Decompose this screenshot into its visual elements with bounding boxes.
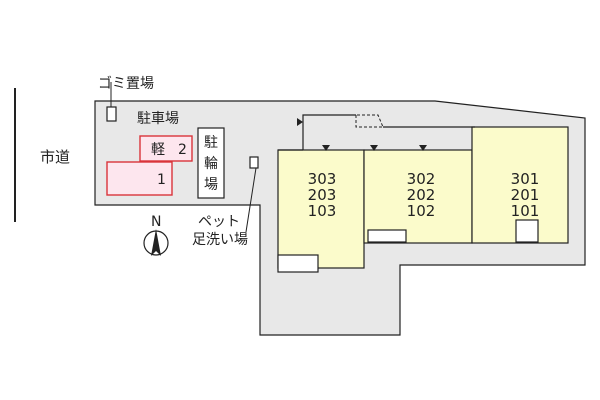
entrance-porch: [277, 254, 319, 273]
unit-label: 303: [308, 170, 337, 188]
walkway: [278, 114, 475, 151]
bike-parking-box: [197, 127, 225, 199]
bike-parking-char: 輪: [204, 155, 218, 172]
entrance-porch: [515, 219, 539, 243]
stair-arrow-icon: [322, 145, 330, 151]
building-west: [277, 149, 365, 273]
north-label: N: [151, 214, 161, 230]
light-car-prefix: 軽: [151, 142, 165, 158]
unit-label: 101: [511, 202, 540, 220]
entry-arrow-icon: [297, 118, 303, 126]
stair-arrow-icon: [419, 145, 427, 151]
parking-space-standard: [106, 161, 173, 196]
pet-wash-label: ペット: [198, 214, 240, 230]
parking-space-light: [139, 135, 193, 162]
parking-space-number: 2: [178, 142, 187, 158]
unit-label: 302: [407, 170, 436, 188]
bike-parking-char: 駐: [204, 135, 218, 151]
garbage-label: ゴミ置場: [98, 75, 154, 92]
stair-arrow-icon: [370, 145, 378, 151]
garbage-area-box: [106, 106, 117, 122]
parking-space-number: 1: [157, 172, 166, 188]
pet-wash-leader-line: [245, 167, 257, 233]
unit-label: 203: [308, 186, 337, 204]
north-compass-icon: N: [143, 214, 169, 256]
parking-label: 駐車場: [137, 110, 179, 127]
bike-parking-char: 場: [204, 177, 218, 193]
unit-label: 202: [407, 186, 436, 204]
entrance-porch: [367, 229, 407, 243]
unit-label: 102: [407, 202, 436, 220]
building-east: [471, 126, 569, 244]
road-label: 市道: [40, 148, 70, 166]
unit-label: 103: [308, 202, 337, 220]
unit-label: 201: [511, 186, 540, 204]
pet-wash-label: 足洗い場: [192, 232, 248, 248]
pet-wash-box: [249, 156, 259, 169]
unit-label: 301: [511, 170, 540, 188]
